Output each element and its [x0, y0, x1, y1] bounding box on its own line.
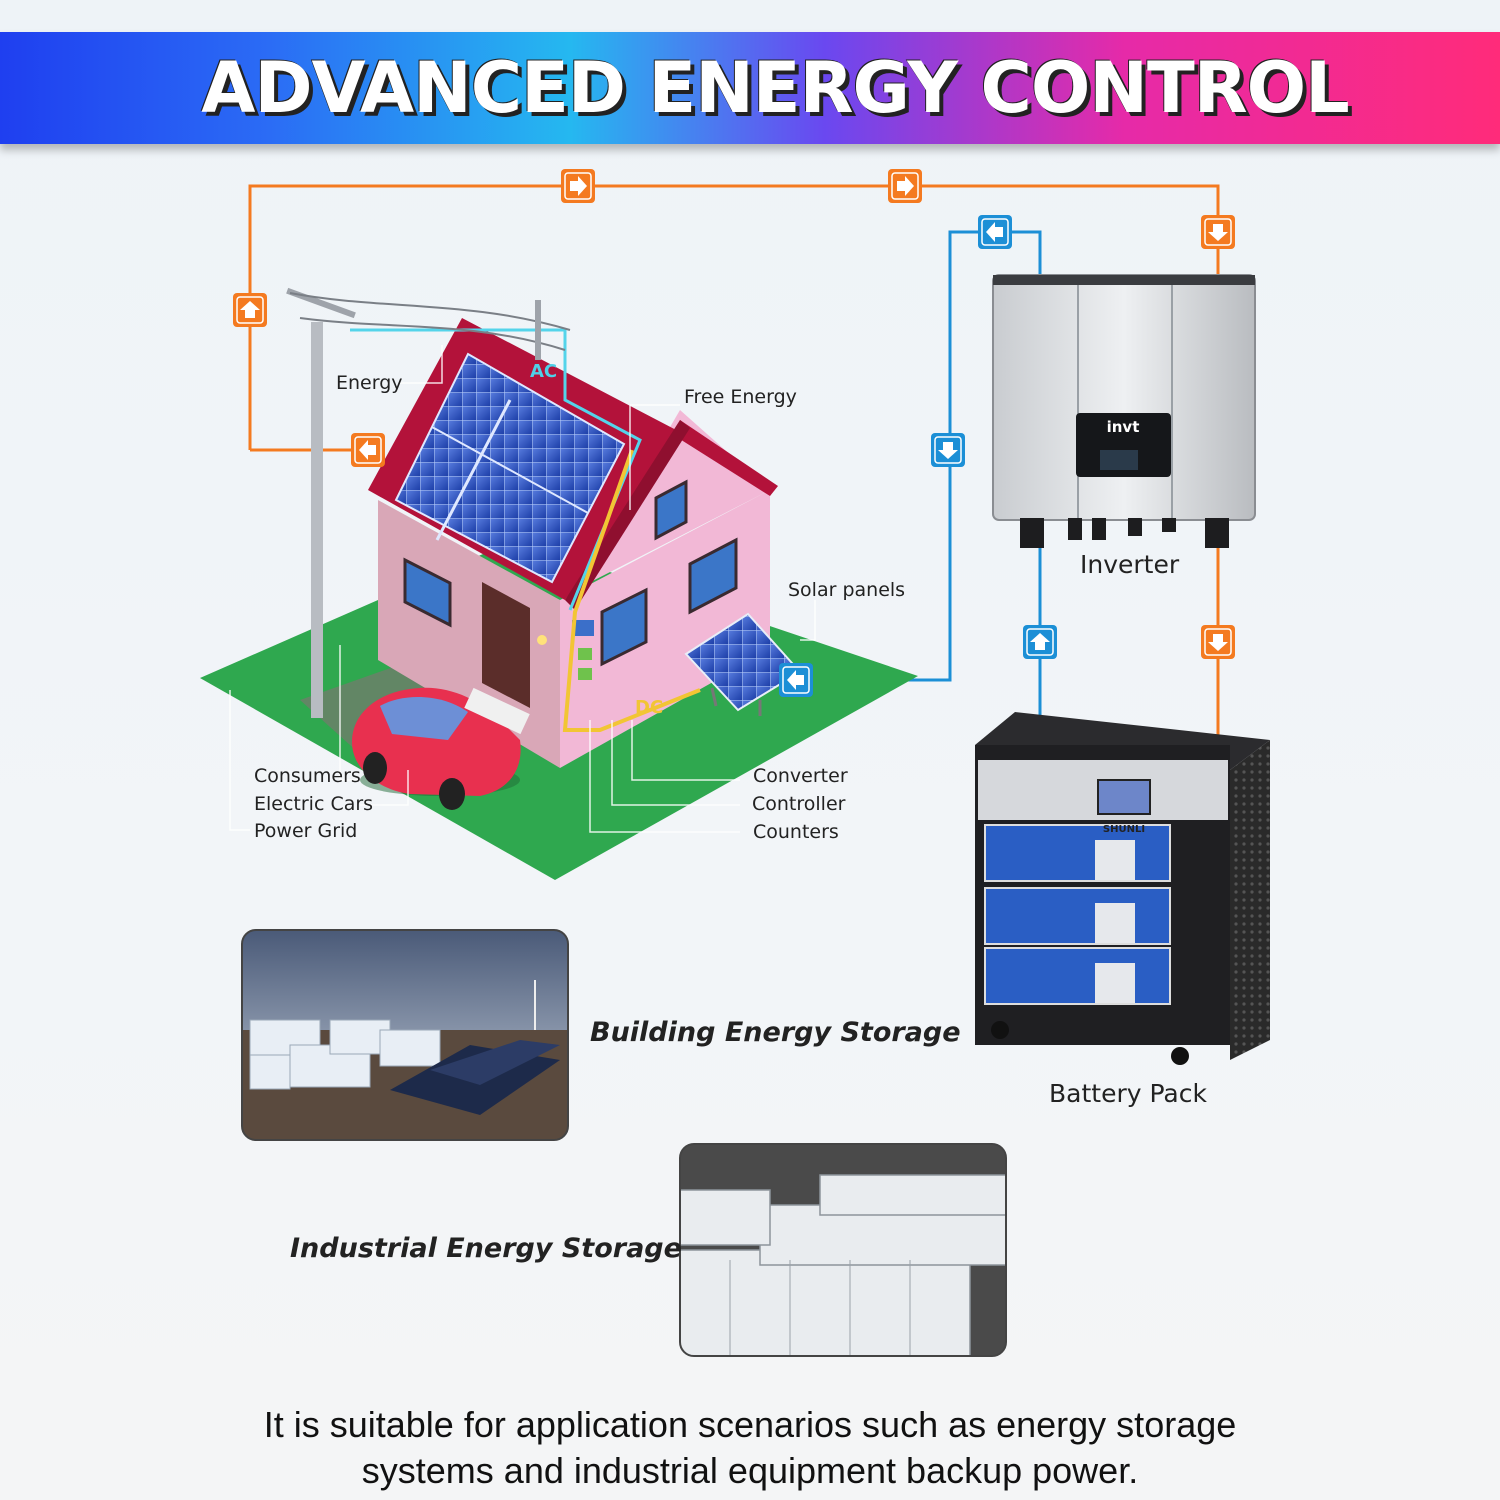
arrow-left-icon [351, 433, 385, 467]
arrow-right-icon [561, 169, 595, 203]
caption-line-1: It is suitable for application scenarios… [263, 1404, 1237, 1445]
arrow-left-icon [779, 663, 813, 697]
label-power-grid: Power Grid [254, 820, 358, 842]
label-electric-cars: Electric Cars [254, 793, 374, 815]
caption-line-2: systems and industrial equipment backup … [361, 1450, 1139, 1491]
label-free-energy: Free Energy [684, 386, 797, 408]
label-industrial-energy-storage: Industrial Energy Storage [290, 1233, 682, 1264]
label-dc: DC [635, 697, 664, 718]
label-converter: Converter [753, 765, 848, 787]
page-title: ADVANCED ENERGY CONTROL [201, 47, 1349, 129]
inverter-brand-logo: invt [1107, 418, 1140, 436]
label-energy: Energy [336, 372, 403, 394]
label-counters: Counters [753, 821, 839, 843]
battery-pack [975, 712, 1270, 1065]
industrial-storage-photo [679, 1143, 1007, 1357]
title-banner: ADVANCED ENERGY CONTROL [0, 32, 1500, 144]
application-caption: It is suitable for application scenarios… [100, 1402, 1400, 1494]
arrow-down-icon [1201, 625, 1235, 659]
label-ac: AC [530, 361, 558, 382]
label-building-energy-storage: Building Energy Storage [590, 1017, 961, 1048]
arrow-right-icon [888, 169, 922, 203]
electric-car [352, 687, 530, 810]
label-solar-panels: Solar panels [788, 579, 906, 601]
battery-brand-logo: SHUNLI [1103, 824, 1145, 835]
arrow-down-icon [931, 433, 965, 467]
arrow-up-icon [233, 293, 267, 327]
arrow-left-icon [978, 215, 1012, 249]
building-storage-photo [241, 929, 569, 1141]
label-battery-pack: Battery Pack [1049, 1079, 1207, 1108]
inverter-unit [992, 274, 1256, 548]
utility-pole [286, 287, 571, 718]
label-inverter: Inverter [1080, 550, 1180, 579]
label-controller: Controller [752, 793, 846, 815]
arrow-down-icon [1201, 215, 1235, 249]
leader-lines [229, 345, 816, 833]
arrow-up-icon [1023, 625, 1057, 659]
label-consumers: Consumers [254, 765, 361, 787]
